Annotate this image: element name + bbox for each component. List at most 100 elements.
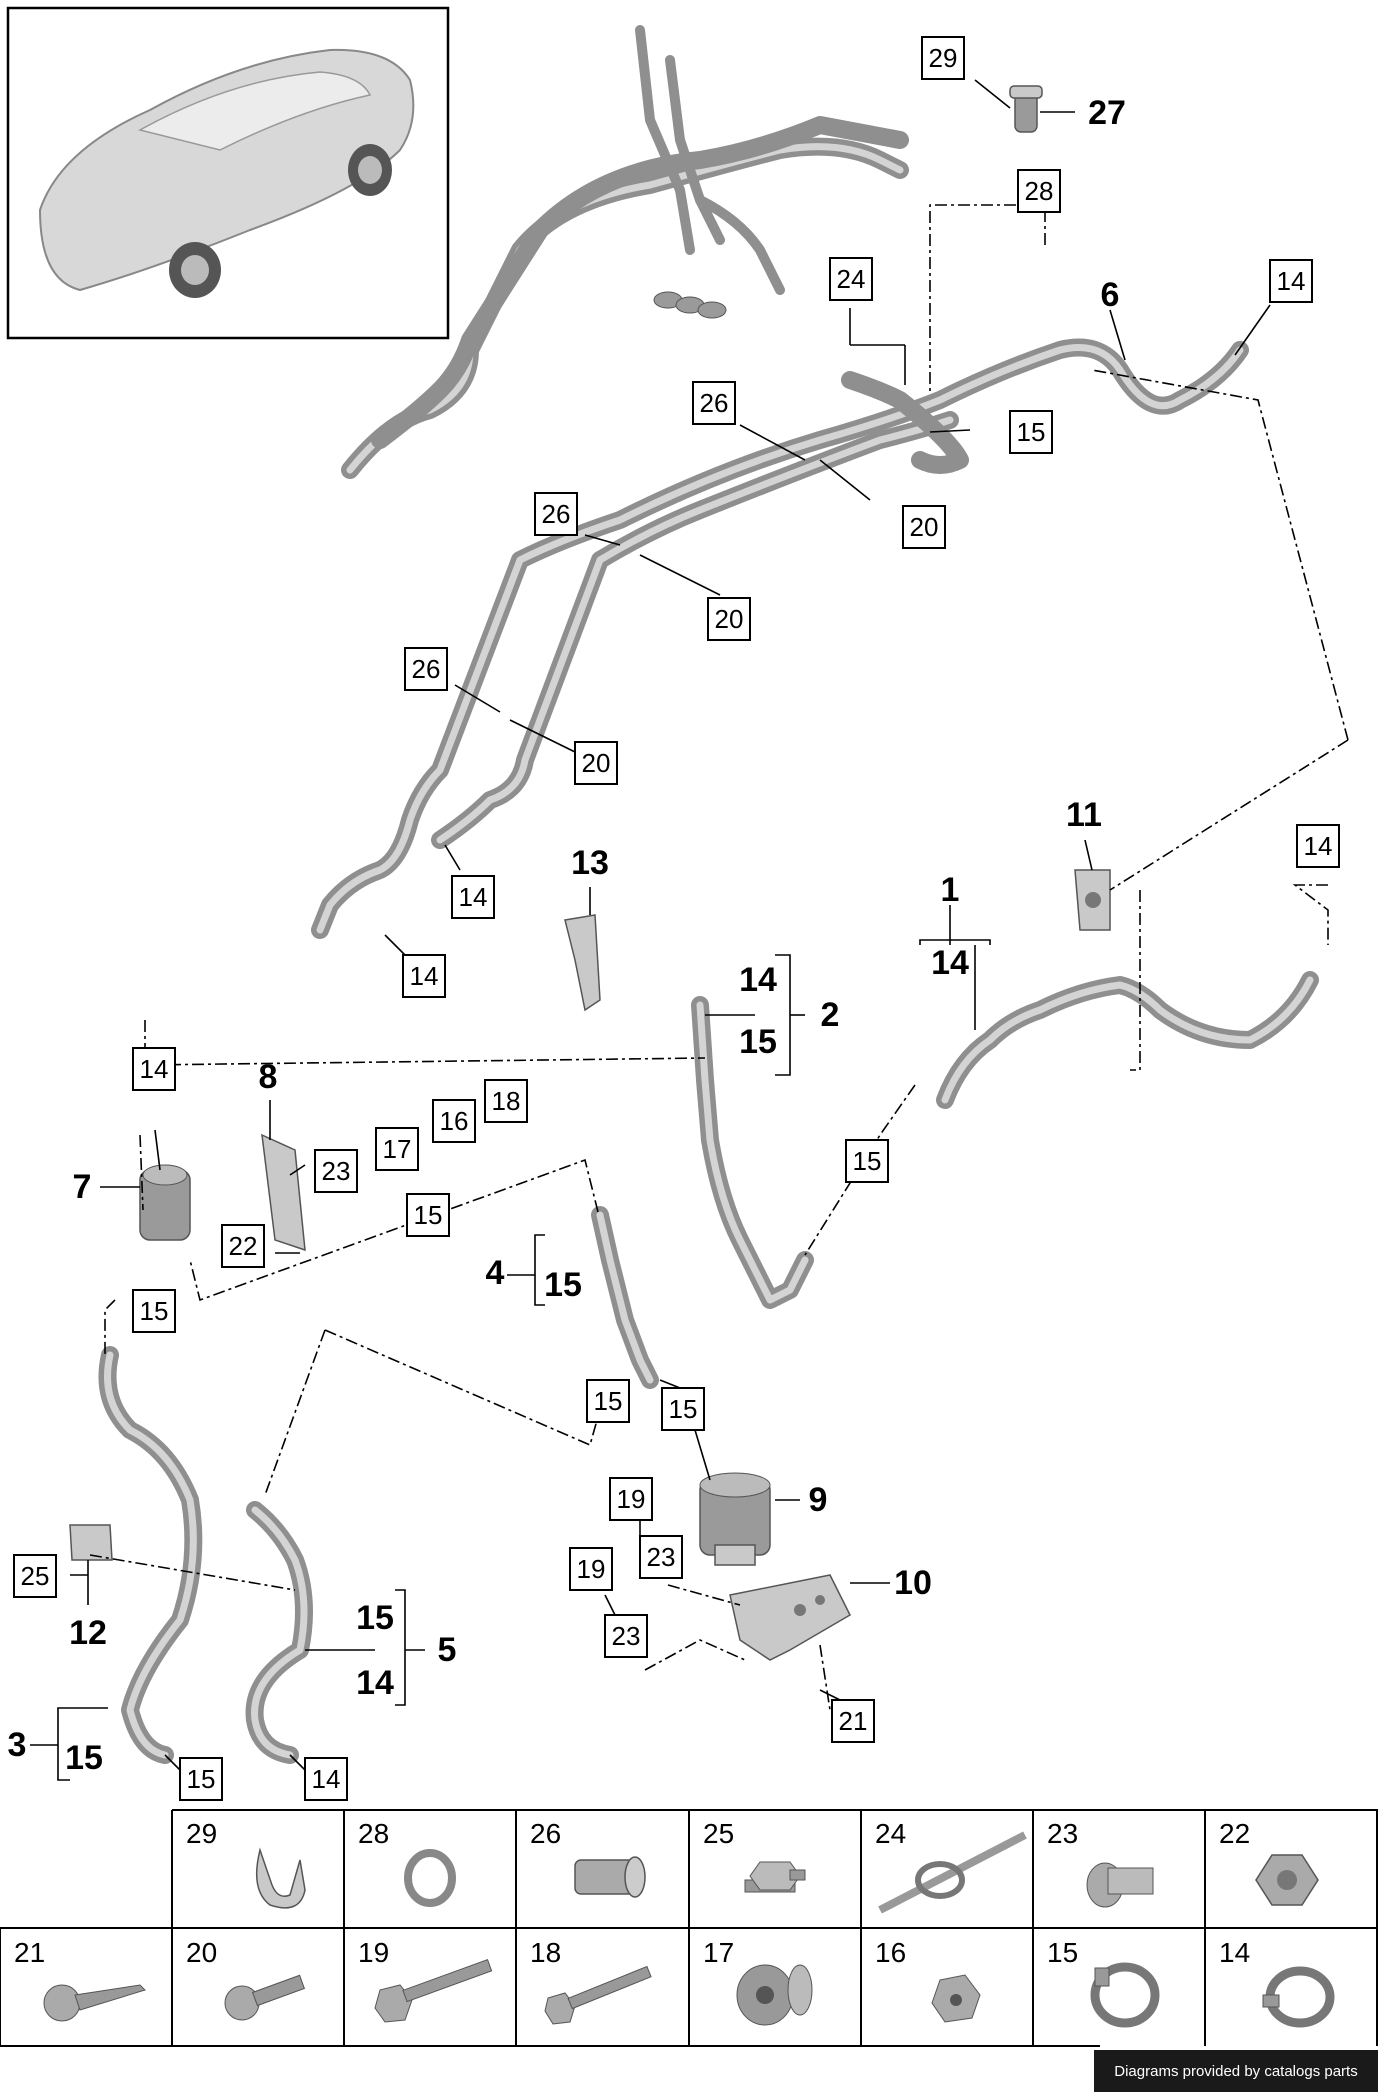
hex-nut-icon (1255, 1854, 1319, 1906)
callout-2-b: 15 (739, 1023, 777, 1061)
callout-29: 29 (921, 36, 965, 80)
svg-text:18: 18 (492, 1086, 521, 1116)
callout-15-e: 15 (661, 1387, 705, 1431)
svg-text:20: 20 (186, 1937, 217, 1968)
svg-text:22: 22 (229, 1231, 258, 1261)
bracket-11 (1074, 869, 1111, 931)
svg-text:14: 14 (459, 882, 488, 912)
svg-text:23: 23 (1047, 1818, 1078, 1849)
callout-21: 21 (831, 1699, 875, 1743)
svg-text:23: 23 (647, 1542, 676, 1572)
bracket-13 (564, 914, 601, 1012)
callout-14-d: 14 (1296, 824, 1340, 868)
callout-19-a: 19 (609, 1477, 653, 1521)
callout-2: 2 (821, 996, 840, 1034)
callout-20-a: 20 (902, 505, 946, 549)
hose-line-4 (591, 1206, 659, 1389)
svg-text:28: 28 (1025, 176, 1054, 206)
callout-23-a: 23 (314, 1149, 358, 1193)
spring-clamp-icon (1090, 1962, 1160, 2028)
hose-line-1 (936, 971, 1319, 1109)
callout-23-c: 23 (604, 1614, 648, 1658)
svg-text:20: 20 (910, 512, 939, 542)
clip-icon (255, 1847, 306, 1909)
flange-screw-icon (224, 1974, 306, 2021)
callout-14-b: 14 (451, 875, 495, 919)
callout-26-a: 26 (692, 381, 736, 425)
callout-24: 24 (829, 257, 873, 301)
part-cell-14: 14 (1219, 1937, 1335, 2028)
svg-text:16: 16 (440, 1106, 469, 1136)
washer-icon (931, 1974, 981, 2023)
svg-text:29: 29 (186, 1818, 217, 1849)
leader-lines (30, 79, 1271, 1781)
part-cell-28: 28 (358, 1818, 456, 1907)
callout-12: 12 (69, 1614, 107, 1652)
svg-text:22: 22 (1219, 1818, 1250, 1849)
svg-text:15: 15 (187, 1764, 216, 1794)
part-cell-17: 17 (703, 1937, 813, 2026)
svg-text:21: 21 (14, 1937, 45, 1968)
bracket-8 (261, 1133, 306, 1252)
part-cell-24: 24 (875, 1818, 1027, 1914)
part-cell-19: 19 (358, 1937, 493, 2023)
part-cell-20: 20 (186, 1937, 306, 2021)
svg-text:26: 26 (542, 499, 571, 529)
callout-8: 8 (259, 1058, 278, 1096)
callout-14-e: 14 (132, 1047, 176, 1091)
svg-text:17: 17 (703, 1937, 734, 1968)
svg-text:19: 19 (358, 1937, 389, 1968)
svg-text:25: 25 (703, 1818, 734, 1849)
long-hex-bolt-icon (374, 1958, 493, 2023)
callout-14-f: 14 (304, 1757, 348, 1801)
callout-17: 17 (375, 1127, 419, 1171)
svg-text:26: 26 (412, 654, 441, 684)
callout-16: 16 (432, 1099, 476, 1143)
part-cell-16: 16 (875, 1937, 981, 2023)
svg-text:14: 14 (410, 961, 439, 991)
callout-4: 4 (486, 1254, 505, 1292)
svg-text:15: 15 (1017, 417, 1046, 447)
hose-line-3 (98, 1346, 203, 1764)
part-cell-18: 18 (530, 1937, 652, 2025)
svg-text:20: 20 (582, 748, 611, 778)
hose-clamp-icon (1262, 1966, 1335, 2028)
bracket-10 (729, 1574, 851, 1661)
callout-22: 22 (221, 1224, 265, 1268)
svg-text:23: 23 (612, 1621, 641, 1651)
grommet-icon (1086, 1862, 1154, 1908)
callout-15-f: 15 (845, 1139, 889, 1183)
callout-15-c: 15 (132, 1289, 176, 1333)
vehicle-thumbnail (6, 6, 450, 340)
parts-grid (0, 1809, 1378, 2047)
svg-text:19: 19 (617, 1484, 646, 1514)
svg-text:17: 17 (383, 1134, 412, 1164)
hose-line-2 (691, 996, 814, 1309)
svg-text:24: 24 (837, 264, 866, 294)
callout-6: 6 (1101, 276, 1120, 314)
callout-5-b: 14 (356, 1664, 394, 1702)
callout-11: 11 (1066, 796, 1102, 834)
svg-text:20: 20 (715, 604, 744, 634)
callout-2-a: 14 (739, 961, 777, 999)
part-cell-29: 29 (186, 1818, 306, 1909)
self-tapping-screw-icon (43, 1984, 146, 2022)
callout-9: 9 (809, 1481, 828, 1519)
connection-lines (89, 204, 1349, 1711)
svg-text:28: 28 (358, 1818, 389, 1849)
svg-text:15: 15 (1047, 1937, 1078, 1968)
callout-5: 5 (438, 1631, 457, 1669)
part-cell-22: 22 (1219, 1818, 1319, 1906)
part-cell-23: 23 (1047, 1818, 1154, 1908)
svg-text:14: 14 (1277, 266, 1306, 296)
callout-15-d: 15 (586, 1379, 630, 1423)
credit-banner: Diagrams provided by catalogs parts (1094, 2050, 1378, 2092)
sleeve-icon (574, 1856, 646, 1898)
callout-10: 10 (894, 1564, 932, 1602)
callout-15-g: 15 (179, 1757, 223, 1801)
callout-18: 18 (484, 1079, 528, 1123)
bracket-12 (69, 1524, 113, 1561)
callout-4-sub: 15 (544, 1266, 582, 1304)
callout-7: 7 (73, 1168, 92, 1206)
